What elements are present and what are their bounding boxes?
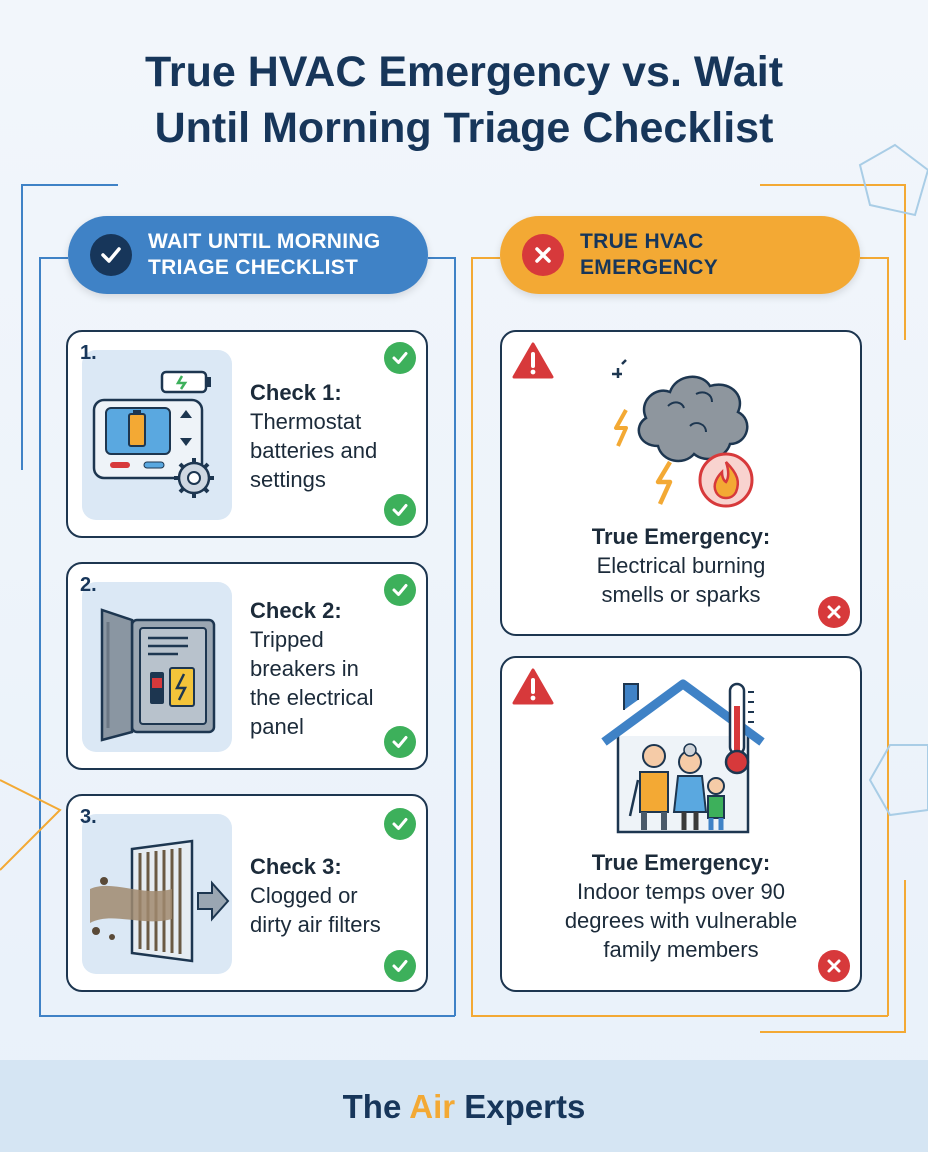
family-house-thermometer-icon — [601, 679, 765, 834]
check-heading: Check 3: — [250, 854, 342, 879]
page-title: True HVAC Emergency vs. Wait Until Morni… — [0, 44, 928, 156]
air-filter-icon — [82, 814, 232, 974]
check-text: Check 1: Thermostat batteries and settin… — [250, 378, 377, 494]
wait-header-line-1: WAIT UNTIL MORNING — [148, 230, 381, 253]
emergency-header-text: TRUE HVAC EMERGENCY — [580, 229, 800, 281]
green-check-icon — [384, 494, 416, 526]
smoke-sparks-fire-icon — [612, 359, 754, 508]
brand-text-the: The — [342, 1088, 410, 1125]
x-icon — [522, 234, 564, 276]
check-number: 3. — [80, 806, 97, 828]
footer-brand: The Air Experts — [0, 1060, 928, 1152]
check-line: Thermostat — [250, 409, 362, 434]
green-check-icon — [384, 808, 416, 840]
check-text: Check 2: Tripped breakers in the electri… — [250, 596, 374, 741]
wait-until-morning-header: WAIT UNTIL MORNING TRIAGE CHECKLIST — [68, 216, 428, 294]
thermostat-icon — [82, 350, 232, 520]
emergency-line: smells or sparks — [601, 582, 761, 607]
warning-icon — [512, 668, 554, 705]
check-text: Check 3: Clogged or dirty air filters — [250, 852, 381, 939]
check-number: 2. — [80, 574, 97, 596]
check-card-3: 3. Check 3: Clogged or dirty air filters — [66, 794, 428, 992]
emergency-line: family members — [603, 937, 759, 962]
check-line: breakers in — [250, 656, 359, 681]
wait-header-text: WAIT UNTIL MORNING TRIAGE CHECKLIST — [148, 229, 428, 281]
check-card-1: 1. Check 1: Thermostat batteries and set… — [66, 330, 428, 538]
brand-text-air: Air — [409, 1088, 456, 1125]
emergency-heading: True Emergency: — [591, 524, 771, 549]
emergency-header-line-2: EMERGENCY — [580, 256, 719, 279]
title-line-2: Until Morning Triage Checklist — [154, 104, 774, 152]
check-line: settings — [250, 467, 326, 492]
check-heading: Check 1: — [250, 380, 342, 405]
breaker-panel-icon — [82, 582, 232, 752]
brand-text-experts: Experts — [455, 1088, 586, 1125]
green-check-icon — [384, 574, 416, 606]
check-line: Tripped — [250, 627, 324, 652]
check-card-2: 2. Check 2: Tripped breakers in the elec… — [66, 562, 428, 770]
check-line: batteries and — [250, 438, 378, 463]
check-line: Clogged or — [250, 883, 358, 908]
check-heading: Check 2: — [250, 598, 342, 623]
wait-header-line-2: TRIAGE CHECKLIST — [148, 256, 359, 279]
check-line: dirty air filters — [250, 912, 381, 937]
emergency-text: True Emergency: Electrical burning smell… — [502, 522, 860, 609]
red-x-icon — [818, 596, 850, 628]
emergency-text: True Emergency: Indoor temps over 90 deg… — [502, 848, 860, 964]
emergency-card-1: True Emergency: Electrical burning smell… — [500, 330, 862, 636]
emergency-heading: True Emergency: — [591, 850, 771, 875]
emergency-card-2: True Emergency: Indoor temps over 90 deg… — [500, 656, 862, 992]
emergency-line: degrees with vulnerable — [564, 908, 798, 933]
green-check-icon — [384, 950, 416, 982]
check-line: panel — [250, 714, 304, 739]
green-check-icon — [384, 726, 416, 758]
emergency-header-line-1: TRUE HVAC — [580, 230, 704, 253]
check-line: the electrical — [250, 685, 374, 710]
green-check-icon — [384, 342, 416, 374]
emergency-line: Electrical burning — [596, 553, 766, 578]
check-number: 1. — [80, 342, 97, 364]
red-x-icon — [818, 950, 850, 982]
true-emergency-header: TRUE HVAC EMERGENCY — [500, 216, 860, 294]
checkmark-icon — [90, 234, 132, 276]
title-line-1: True HVAC Emergency vs. Wait — [144, 48, 784, 96]
emergency-line: Indoor temps over 90 — [577, 879, 785, 904]
warning-icon — [512, 342, 554, 379]
